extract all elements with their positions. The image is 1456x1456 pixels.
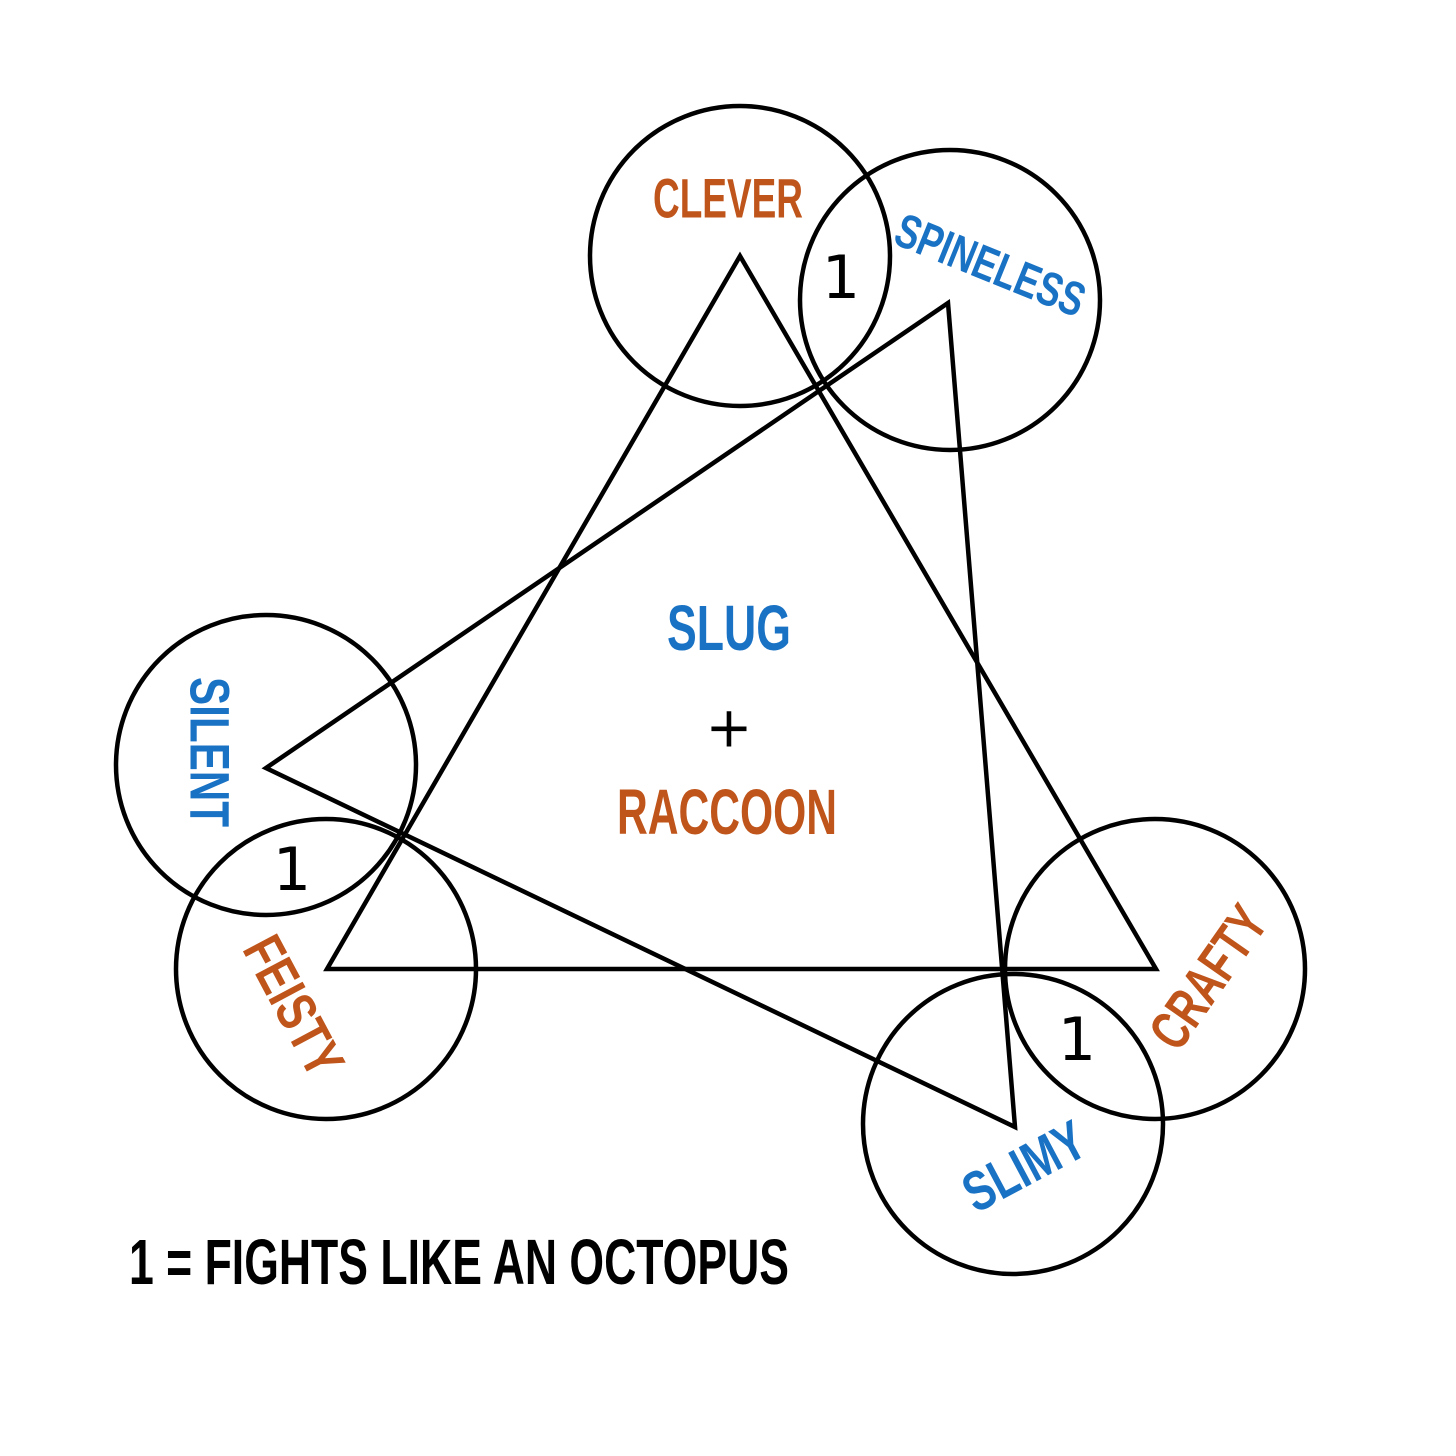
legend-text: 1 = FIGHTS LIKE AN OCTOPUS [129,1226,789,1298]
circle-feisty [173,816,479,1122]
circle-slimy [860,971,1166,1277]
circle-silent [113,612,419,918]
label-clever: CLEVER [653,167,803,230]
label-spineless: SPINELESS [887,204,1092,328]
circle-crafty [1002,816,1308,1122]
upright-triangle [323,251,1160,972]
marker-left-overlap: 1 [273,835,311,905]
center-slug: SLUG [667,592,791,664]
label-silent: SILENT [179,677,242,827]
center-plus: + [706,696,753,761]
label-crafty: CRAFTY [1136,893,1279,1060]
marker-top-overlap: 1 [822,243,860,313]
circle-clever [587,103,893,409]
label-slimy: SLIMY [952,1108,1096,1225]
marker-right-overlap: 1 [1058,1005,1096,1075]
tilted-triangle [261,298,1018,1131]
center-raccoon: RACCOON [617,776,837,848]
circle-spineless [797,147,1103,453]
